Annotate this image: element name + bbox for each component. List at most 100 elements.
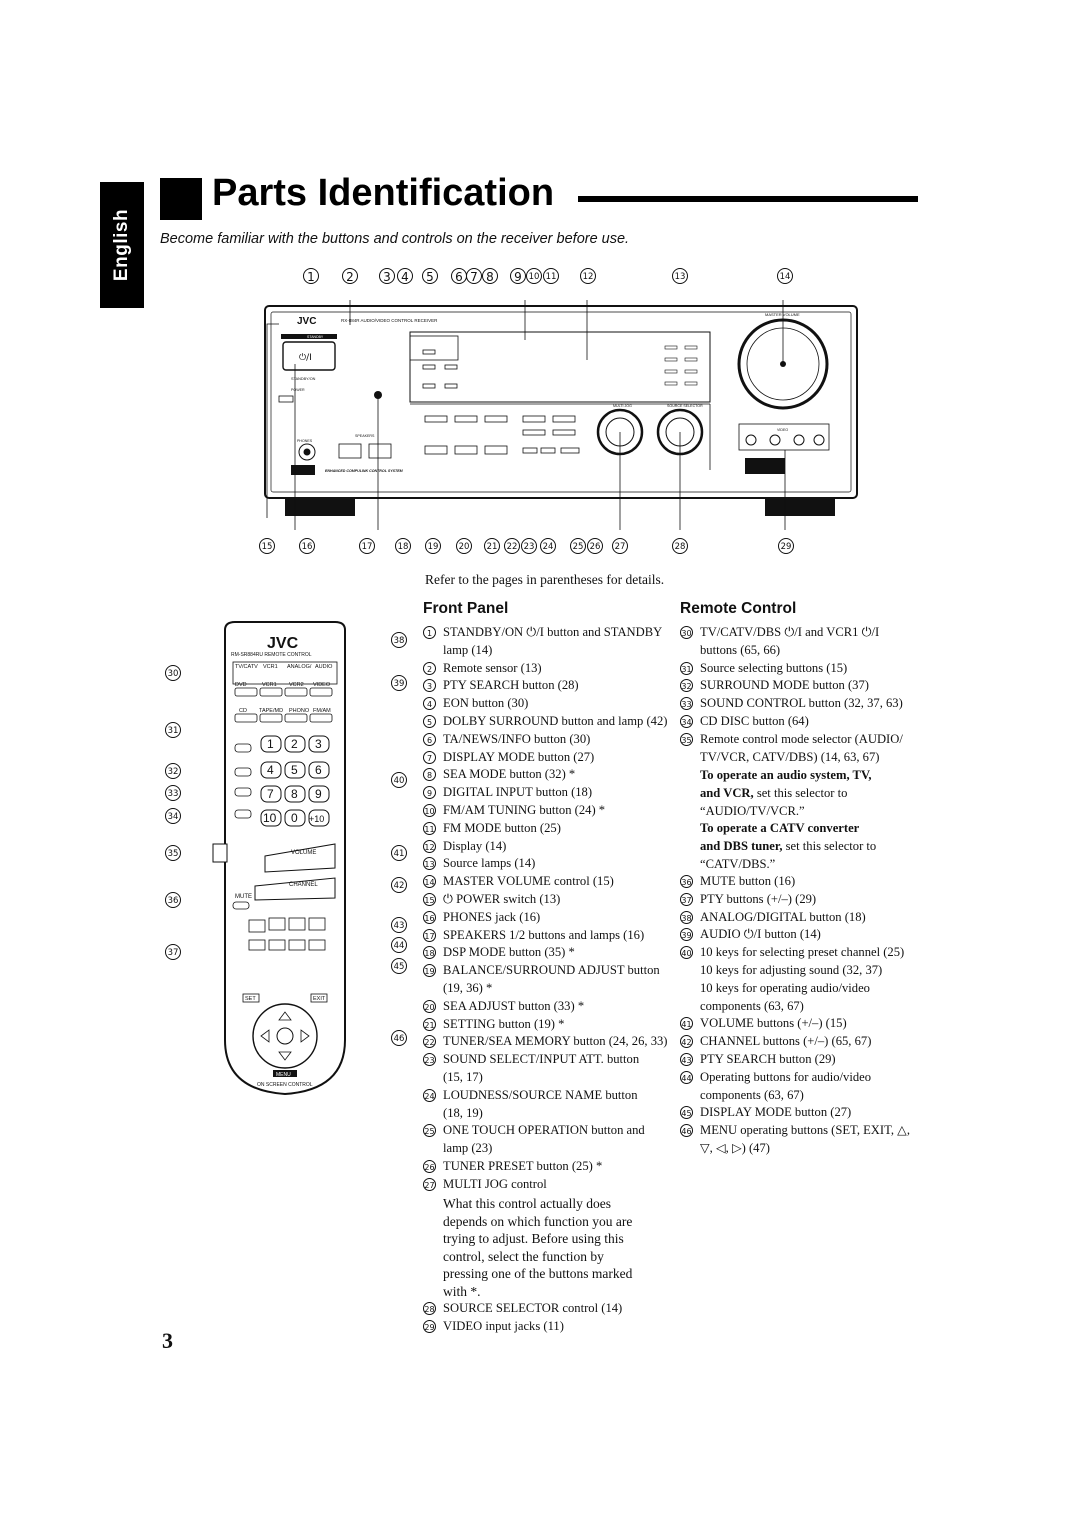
receiver-brand: JVC xyxy=(297,316,316,327)
standby-on-label: STANDBY/ON xyxy=(291,377,316,381)
page-title: Parts Identification xyxy=(212,172,555,214)
part-description: STANDBY/ON ⏻/I button and STANDBY lamp (… xyxy=(443,625,663,657)
part-number-badge: 37 xyxy=(680,892,693,906)
part-number-badge: 22 xyxy=(423,1035,436,1049)
part-number-badge: 33 xyxy=(680,697,693,711)
part-number-badge: 10 xyxy=(423,803,436,817)
part-number-badge: 44 xyxy=(680,1070,693,1084)
remote-mode-selector xyxy=(212,843,228,863)
remote-exit-button xyxy=(310,993,328,1003)
remote-brand: JVC xyxy=(267,635,299,652)
receiver-display xyxy=(409,331,711,403)
part-number-badge: 39 xyxy=(680,928,693,942)
video-label: VIDEO xyxy=(777,428,788,432)
part-number-badge: 28 xyxy=(423,1302,436,1315)
part-description: Operating buttons for audio/video compon… xyxy=(700,1069,872,1102)
multi-jog-note: What this control actually does depends … xyxy=(443,1196,633,1299)
callout-number: 2 xyxy=(342,268,358,284)
part-item: 44 Operating buttons for audio/video comp… xyxy=(680,1069,920,1105)
part-number-badge: 40 xyxy=(680,946,693,960)
part-item: 1 STANDBY/ON ⏻/I button and STANDBY lamp … xyxy=(423,624,673,660)
part-description: TA/NEWS/INFO button (30) xyxy=(443,731,591,746)
language-tab: English xyxy=(100,182,144,308)
part-item: 33 SOUND CONTROL button (32, 37, 63) xyxy=(680,695,920,713)
source-selector-label: SOURCE SELECTOR xyxy=(667,404,703,408)
part-description: TUNER PRESET button (25) * xyxy=(443,1158,603,1173)
part-description: SOURCE SELECTOR control (14) xyxy=(443,1301,623,1315)
page-subtitle: Become familiar with the buttons and con… xyxy=(160,231,630,247)
language-tab-label: English xyxy=(111,208,132,282)
svg-text:CD: CD xyxy=(239,708,247,714)
callout-number: 15 xyxy=(259,538,275,554)
part-number-badge: 20 xyxy=(423,999,436,1013)
svg-text:6: 6 xyxy=(315,763,322,777)
svg-text:+10: +10 xyxy=(309,814,324,824)
callout-number: 13 xyxy=(672,268,688,284)
callout-number: 30 xyxy=(165,665,181,681)
part-description: SEA ADJUST button (33) * xyxy=(443,998,585,1013)
title-marker-block xyxy=(160,178,202,220)
part-number-badge: 1 xyxy=(423,626,436,639)
callout-number: 42 xyxy=(391,877,407,893)
catv-note-rest: set this selector to “CATV/DBS.” xyxy=(700,838,877,871)
reference-note: Refer to the pages in parentheses for de… xyxy=(425,572,665,587)
part-description: SOUND CONTROL button (32, 37, 63) xyxy=(700,696,903,711)
receiver-left-foot xyxy=(285,498,355,516)
svg-text:8: 8 xyxy=(291,787,298,801)
remote-menu-label: MENU xyxy=(276,1072,291,1078)
svg-text:DVD: DVD xyxy=(235,682,247,688)
callout-number: 14 xyxy=(777,268,793,284)
menu-right-icon xyxy=(300,1029,310,1043)
svg-text:TAPE/MD: TAPE/MD xyxy=(259,708,283,714)
part-item: 28 SOURCE SELECTOR control (14) xyxy=(423,1300,673,1318)
callout-number: 36 xyxy=(165,892,181,908)
part-description: PTY buttons (+/–) (29) xyxy=(700,891,817,906)
callout-number: 31 xyxy=(165,722,181,738)
part-number-badge: 32 xyxy=(680,679,693,693)
part-description: FM MODE button (25) xyxy=(443,820,561,835)
part-description: PHONES jack (16) xyxy=(443,909,541,924)
callout-number: 21 xyxy=(484,538,500,554)
callout-number: 6 xyxy=(451,268,467,284)
svg-text:⏻/I: ⏻/I xyxy=(299,352,312,363)
part-description: SEA MODE button (32) * xyxy=(443,767,576,782)
audio-note-rest: set this selector to “AUDIO/TV/VCR.” xyxy=(700,785,848,818)
part-description: TUNER/SEA MEMORY button (24, 26, 33) xyxy=(443,1034,668,1049)
svg-text:2: 2 xyxy=(291,737,298,751)
part-description: VOLUME buttons (+/–) (15) xyxy=(700,1016,847,1031)
callout-number: 34 xyxy=(165,808,181,824)
part-description: SETTING button (19) * xyxy=(443,1016,565,1031)
part-number-badge: 38 xyxy=(680,910,693,924)
remote-channel-rocker xyxy=(254,877,336,901)
callout-number: 12 xyxy=(580,268,596,284)
front-panel-parts-list: 1 STANDBY/ON ⏻/I button and STANDBY lamp … xyxy=(423,624,673,1194)
part-number-badge: 24 xyxy=(423,1088,436,1102)
svg-text:PHONO: PHONO xyxy=(289,708,310,714)
callout-number: 35 xyxy=(165,845,181,861)
speakers-buttons xyxy=(338,443,392,459)
svg-text:7: 7 xyxy=(267,787,274,801)
part-number-badge: 5 xyxy=(423,714,436,728)
part-number-badge: 46 xyxy=(680,1124,693,1138)
part-description: AUDIO ⏻/I button (14) xyxy=(700,927,821,942)
part-number-badge: 7 xyxy=(423,750,436,764)
callout-number: 7 xyxy=(466,268,482,284)
callout-number: 10 xyxy=(526,268,542,284)
part-number-badge: 11 xyxy=(423,821,436,835)
remote-onscreen-label: ON SCREEN CONTROL xyxy=(257,1082,313,1088)
part-number-badge: 18 xyxy=(423,946,436,960)
